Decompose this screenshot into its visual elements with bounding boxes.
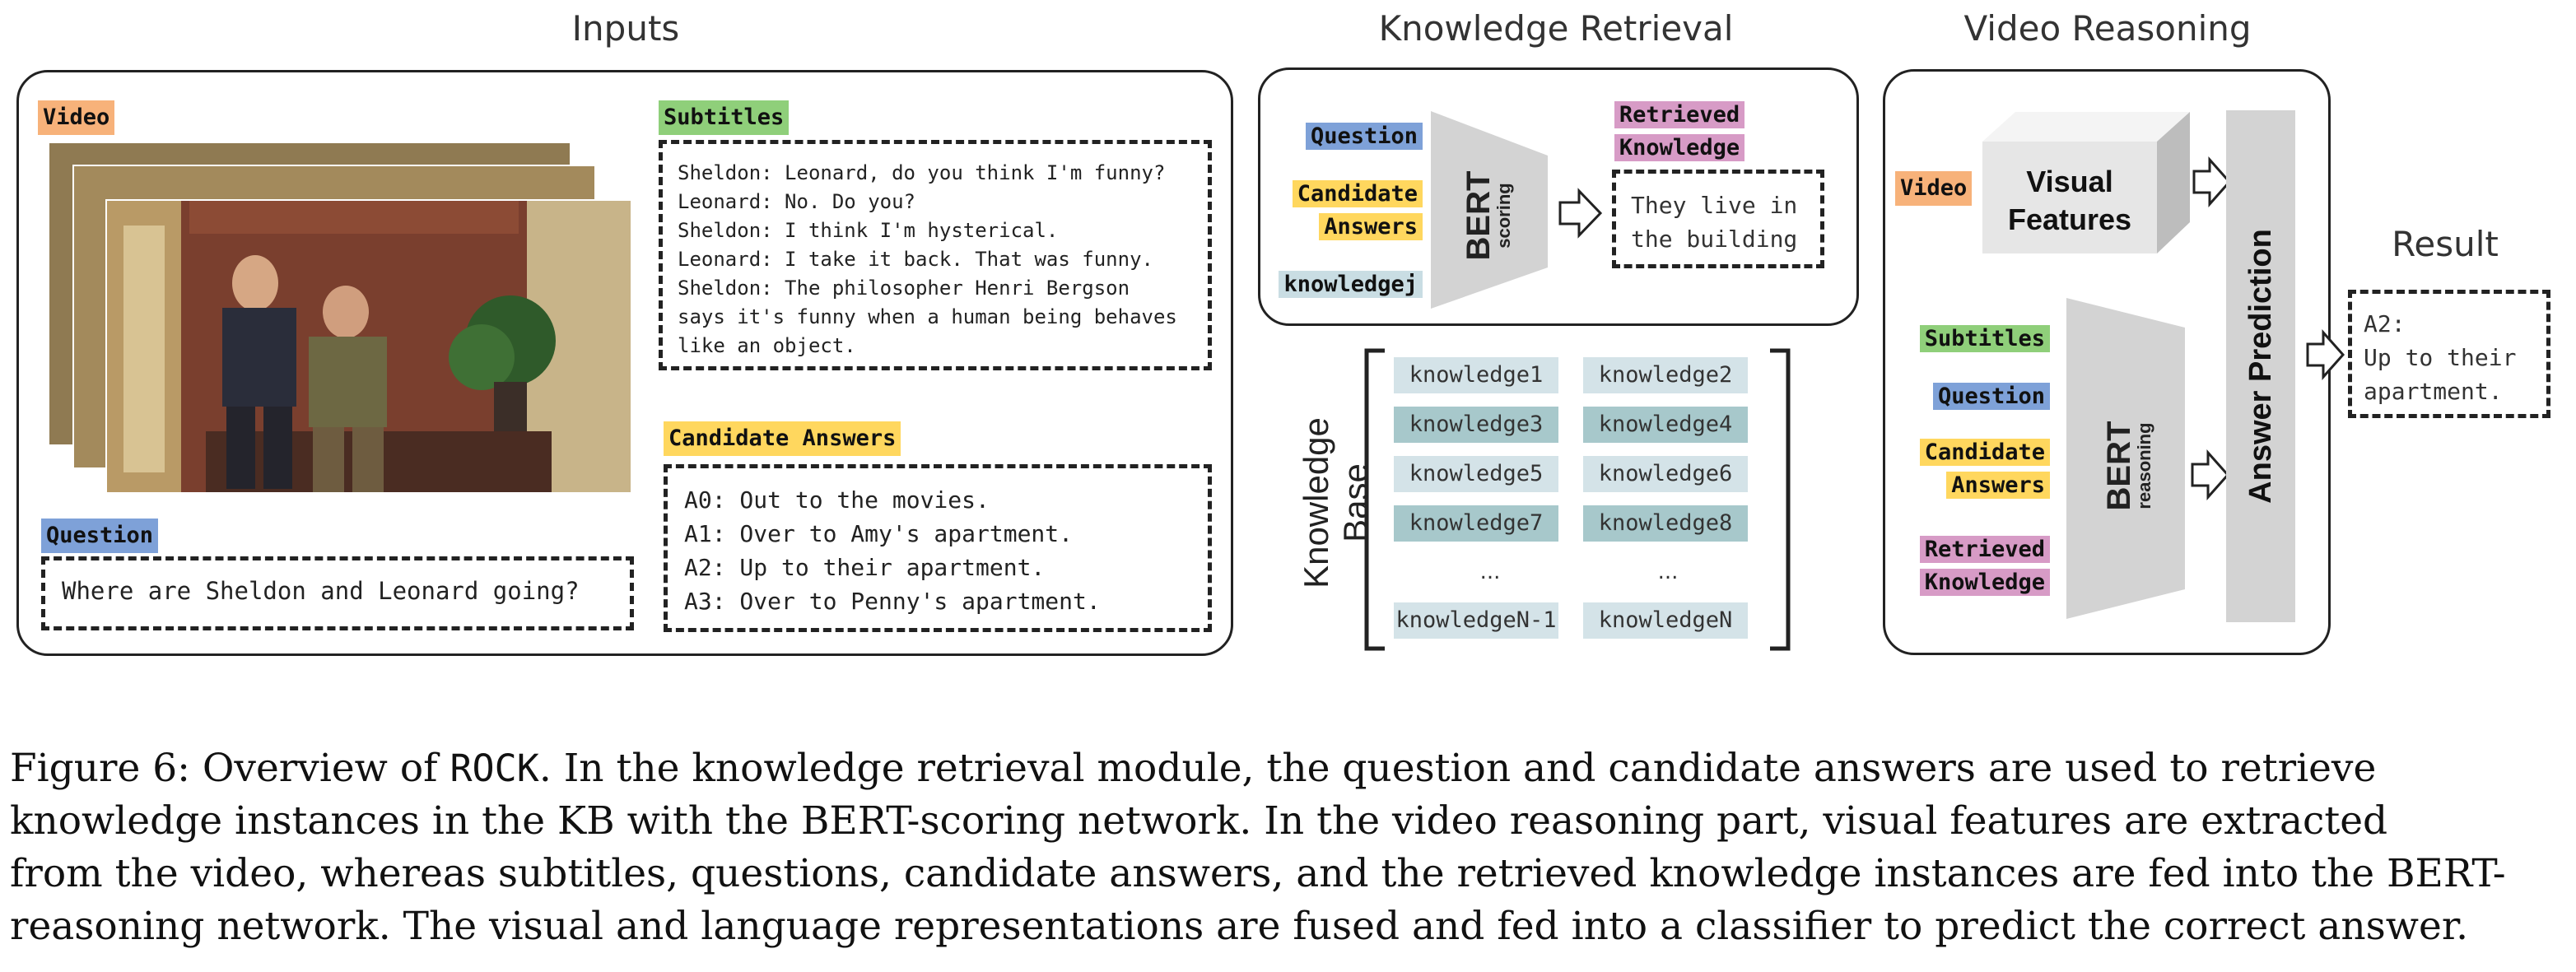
subtitle-line: Sheldon: I think I'm hysterical. (678, 219, 1059, 242)
subtitles-box: Sheldon: Leonard, do you think I'm funny… (659, 140, 1212, 370)
answer-line: A0: Out to the movies. (684, 486, 990, 514)
kb-cell: knowledgeN-1 (1394, 602, 1558, 639)
arrow-right-icon (2306, 329, 2345, 380)
subtitle-line: says it's funny when a human being behav… (678, 305, 1177, 328)
result-box: A2: Up to their apartment. (2348, 290, 2550, 418)
bert-scoring-block (1431, 111, 1548, 309)
candidate-answers-box: A0: Out to the movies. A1: Over to Amy's… (664, 464, 1212, 632)
answer-prediction-block (2226, 110, 2295, 622)
arrow-right-icon (2191, 449, 2230, 500)
kb-cell: knowledge3 (1394, 407, 1558, 443)
question-box: Where are Sheldon and Leonard going? (41, 556, 634, 630)
question-text: Where are Sheldon and Leonard going? (62, 577, 580, 605)
knowledge-retrieval-panel (1258, 67, 1859, 326)
retrieval-knowledge-label: knowledgej (1268, 268, 1423, 301)
retrieval-candidate-label: Candidate Answers (1268, 178, 1423, 244)
bert-reasoning-block (2066, 298, 2185, 619)
retrieved-knowledge-label: Retrieved Knowledge (1609, 99, 1749, 165)
answer-prediction-label: Answer Prediction (2243, 229, 2278, 504)
answer-line: A2: Up to their apartment. (684, 554, 1046, 581)
subtitle-line: Sheldon: Leonard, do you think I'm funny… (678, 161, 1166, 184)
reasoning-video-tag: Video (1895, 171, 1973, 206)
video-reasoning-title: Video Reasoning (1963, 8, 2252, 49)
bert-scoring-label: BERT scoring (1460, 170, 1514, 261)
retrieved-text-line: the building (1631, 226, 1798, 253)
inputs-panel (16, 70, 1233, 656)
video-tag: Video (38, 100, 115, 135)
kb-cell: knowledge2 (1583, 357, 1748, 393)
caption-line: from the video, whereas subtitles, quest… (10, 851, 2506, 896)
subtitle-line: Leonard: I take it back. That was funny. (678, 248, 1153, 271)
reasoning-subtitles-label: Subtitles (1894, 323, 2050, 356)
reasoning-candidate-label: Candidate Answers (1894, 436, 2050, 502)
retrieved-knowledge-box: They live in the building (1612, 170, 1824, 268)
kb-ellipsis: ... (1479, 560, 1501, 584)
figure-caption: Figure 6: Overview of ROCK. In the knowl… (10, 742, 2570, 953)
knowledge-retrieval-title: Knowledge Retrieval (1378, 8, 1734, 49)
video-frame-front (105, 199, 632, 494)
knowledge-base-label: Knowledge Base (1297, 417, 1375, 588)
reasoning-retrieved-label: Retrieved Knowledge (1894, 533, 2050, 599)
kb-cell: knowledge4 (1583, 407, 1748, 443)
caption-line: reasoning network. The visual and langua… (10, 904, 2469, 949)
kb-cell: knowledge5 (1394, 456, 1558, 492)
kb-ellipsis: ... (1657, 560, 1679, 584)
left-bracket (1364, 348, 1385, 651)
arrow-right-icon (2192, 156, 2232, 207)
retrieval-question-label: Question (1284, 120, 1423, 153)
subtitle-line: like an object. (678, 334, 856, 357)
inputs-title: Inputs (571, 8, 680, 49)
subtitles-tag: Subtitles (659, 100, 790, 135)
answer-line: A1: Over to Amy's apartment. (684, 520, 1074, 547)
arrow-right-icon (1558, 188, 1603, 239)
result-title: Result (2392, 224, 2499, 264)
caption-line: knowledge instances in the KB with the B… (10, 798, 2388, 844)
result-line: apartment. (2364, 378, 2503, 405)
kb-cell: knowledge8 (1583, 505, 1748, 542)
candidate-answers-tag: Candidate Answers (664, 421, 901, 456)
visual-features-label: Visual Features (2007, 165, 2132, 236)
kb-cell: knowledgeN (1583, 602, 1748, 639)
retrieved-text-line: They live in (1631, 192, 1798, 219)
subtitle-line: Leonard: No. Do you? (678, 190, 915, 213)
video-still-image (107, 201, 631, 492)
result-line: A2: (2364, 310, 2406, 337)
kb-cell: knowledge1 (1394, 357, 1558, 393)
answer-line: A3: Over to Penny's apartment. (684, 588, 1101, 615)
bert-reasoning-label: BERT reasoning (2101, 421, 2154, 511)
kb-cell: knowledge7 (1394, 505, 1558, 542)
result-line: Up to their (2364, 344, 2517, 371)
subtitle-line: Sheldon: The philosopher Henri Bergson (678, 277, 1130, 300)
visual-features-cube (1982, 112, 2190, 253)
caption-line: Figure 6: Overview of ROCK. In the knowl… (10, 746, 2377, 791)
reasoning-question-label: Question (1894, 380, 2050, 413)
kb-cell: knowledge6 (1583, 456, 1748, 492)
right-bracket (1770, 348, 1791, 651)
question-tag: Question (41, 519, 159, 553)
